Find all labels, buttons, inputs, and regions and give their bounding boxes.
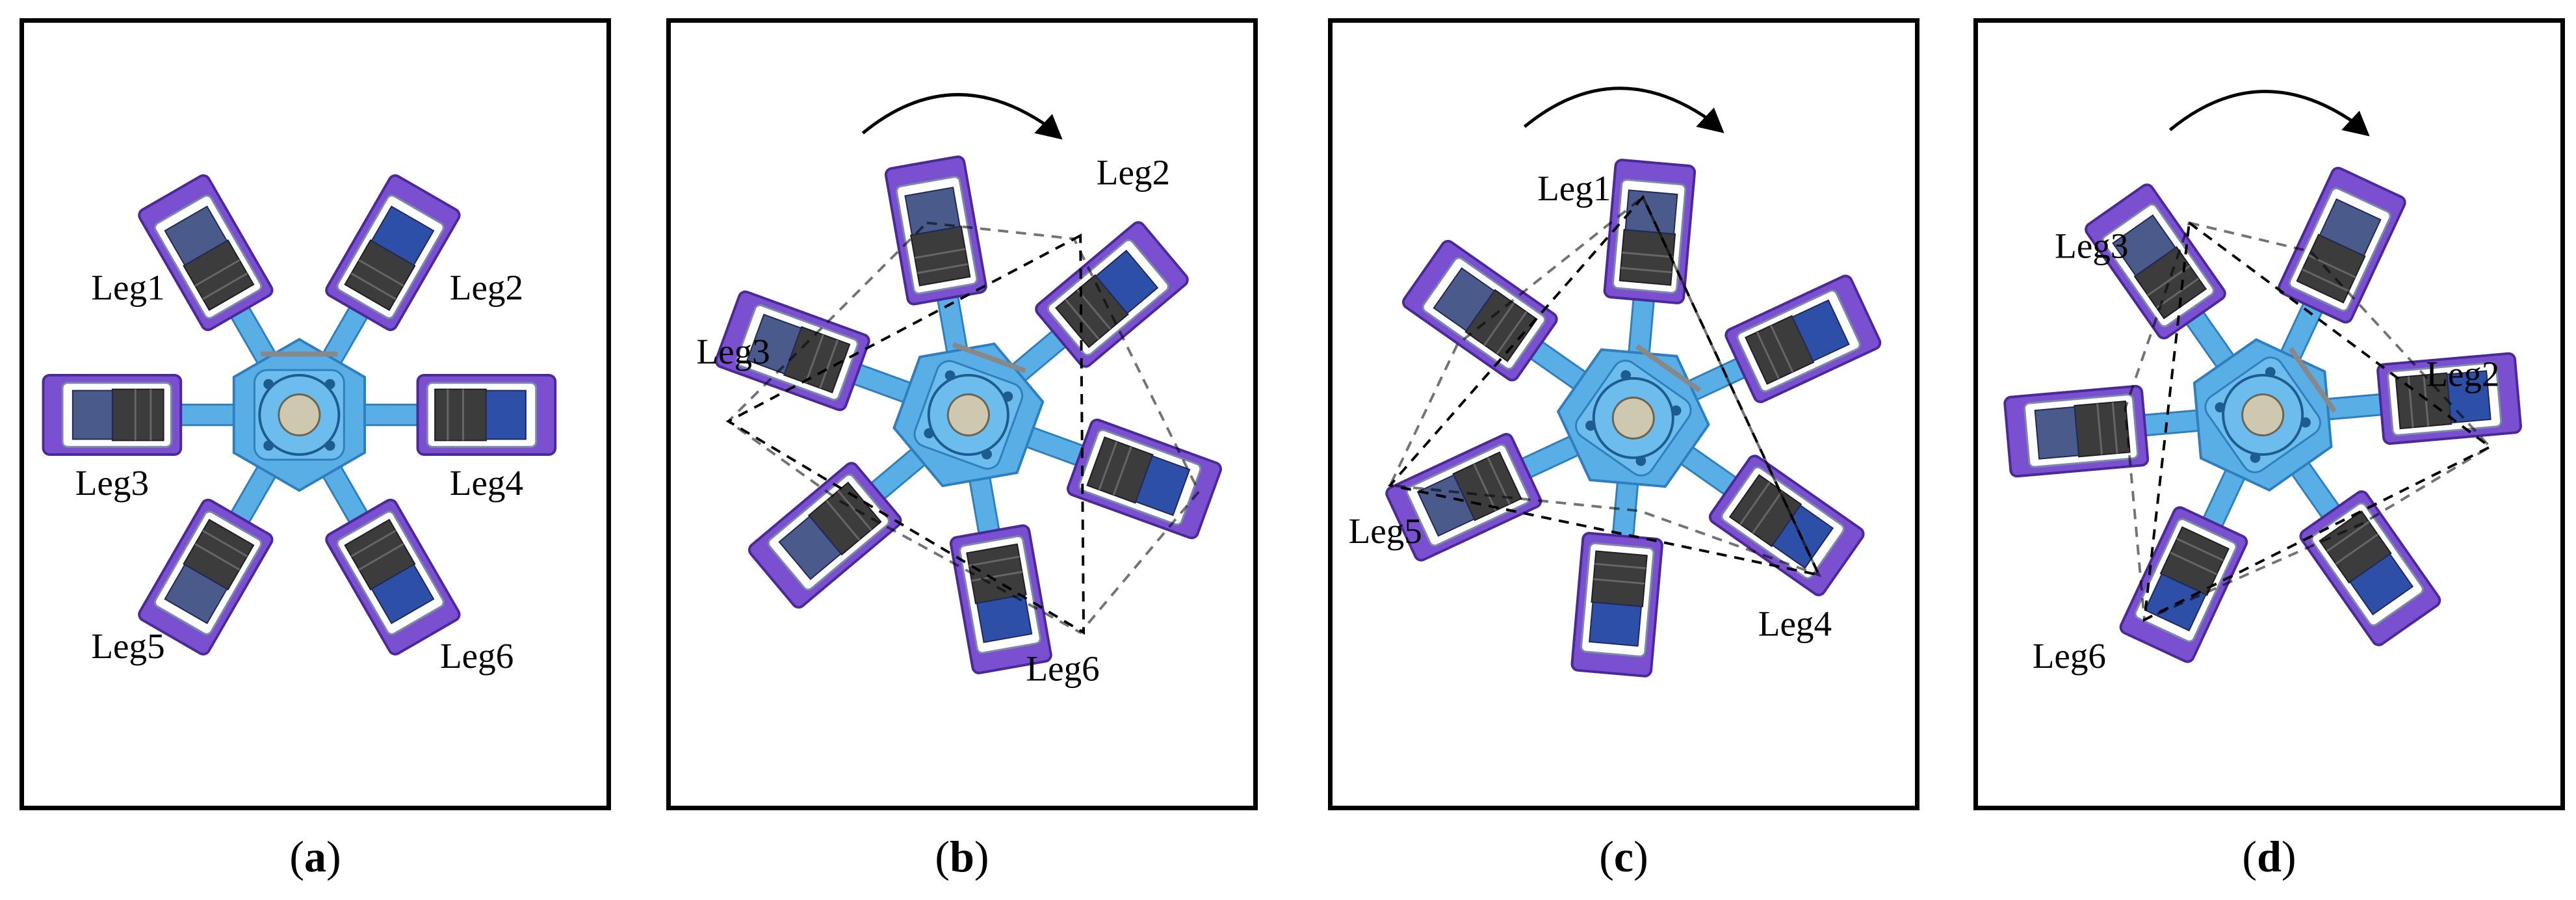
robot-b	[714, 155, 1223, 674]
robot-leg	[2119, 443, 2257, 663]
robot-leg	[949, 449, 1052, 674]
robot-leg	[714, 290, 937, 413]
robot-leg	[1402, 239, 1609, 406]
robot-diagram-b: Leg2 Leg3 Leg6	[696, 93, 1223, 689]
robot-leg	[336, 373, 557, 456]
support-triangle	[1387, 194, 1821, 577]
robot-leg	[138, 442, 291, 655]
robot-leg	[748, 430, 947, 609]
robot-leg	[1658, 430, 1865, 596]
robot-leg	[138, 174, 291, 388]
caption-a: (a)	[289, 832, 341, 881]
robot-body	[2192, 338, 2337, 492]
leg-label: Leg6	[440, 636, 514, 676]
robot-leg	[884, 155, 987, 380]
rotation-arrow-head	[1696, 107, 1724, 133]
robot-body	[232, 338, 366, 492]
leg-label: Leg2	[1097, 153, 1170, 192]
support-triangle	[2142, 220, 2493, 622]
robot-c	[1385, 159, 1882, 678]
robot-leg	[1000, 417, 1223, 540]
robot-body	[892, 342, 1045, 488]
support-triangle-2	[2124, 221, 2492, 622]
robot-diagram-d: Leg3 Leg2 Leg6	[2003, 90, 2522, 676]
rotation-arrow-icon	[861, 93, 1050, 135]
panel-b: Leg2 Leg3 Leg6	[666, 18, 1258, 810]
caption-letter: a	[304, 832, 326, 881]
leg-label: Leg2	[450, 268, 523, 308]
leg-label: Leg5	[1349, 511, 1422, 551]
panel-c: Leg1 Leg5 Leg4	[1328, 18, 1919, 810]
leg-label: Leg1	[1537, 168, 1611, 208]
caption-letter: b	[950, 832, 974, 881]
leg-label: Leg1	[91, 268, 164, 308]
support-triangle-2	[1388, 195, 1822, 577]
leg-label: Leg3	[2055, 226, 2128, 266]
rotation-arrow-head	[2341, 111, 2370, 137]
robot-leg	[1385, 423, 1604, 562]
caption-letter: c	[1613, 832, 1634, 881]
robot-leg	[2003, 384, 2227, 478]
leg-label: Leg5	[91, 626, 164, 666]
leg-label: Leg4	[1758, 604, 1832, 644]
leg-label: Leg2	[2426, 354, 2499, 394]
robot-leg	[308, 174, 461, 388]
leg-label: Leg6	[2033, 636, 2106, 676]
support-triangle	[725, 233, 1086, 635]
leg-label: Leg3	[696, 332, 770, 371]
caption-letter: d	[2257, 832, 2282, 881]
robot-leg	[1662, 274, 1882, 413]
robot-body	[1556, 344, 1710, 488]
leg-label: Leg6	[1026, 649, 1099, 689]
panel-a: Leg1 Leg2 Leg3 Leg4 Leg5 Leg6	[20, 18, 611, 810]
support-triangle-2	[726, 221, 1201, 635]
robot-d	[2003, 166, 2522, 663]
caption-d: (d)	[2242, 832, 2296, 881]
robot-leg	[2268, 166, 2406, 386]
panel-d: Leg3 Leg2 Leg6	[1973, 18, 2565, 810]
caption-b: (b)	[935, 832, 989, 881]
rotation-arrow-icon	[2168, 90, 2357, 131]
robot-diagram-a: Leg1 Leg2 Leg3 Leg4 Leg5 Leg6	[42, 174, 557, 676]
rotation-arrow-head	[1034, 114, 1063, 140]
robot-leg	[989, 221, 1189, 400]
leg-label: Leg3	[75, 463, 149, 503]
robot-leg	[2085, 183, 2251, 391]
caption-c: (c)	[1599, 832, 1648, 881]
leg-label: Leg4	[450, 463, 523, 503]
robot-a	[42, 174, 557, 655]
rotation-arrow-icon	[1523, 86, 1711, 128]
robot-leg	[42, 373, 262, 456]
robot-diagram-c: Leg1 Leg5 Leg4	[1349, 86, 1882, 678]
